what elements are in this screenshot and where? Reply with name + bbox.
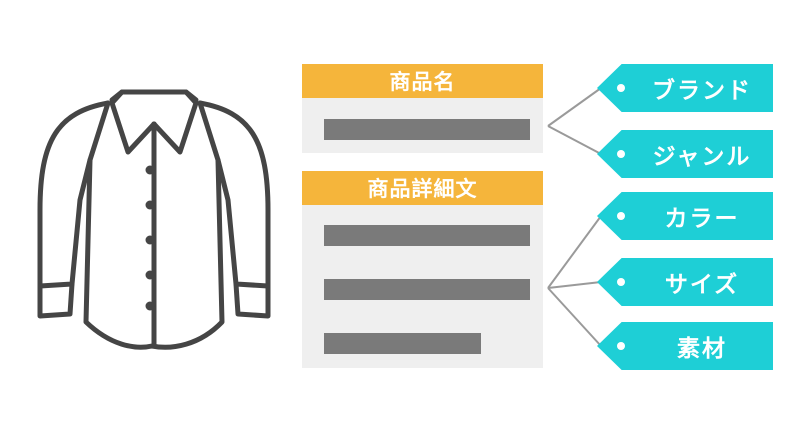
- connector-genre: [547, 125, 602, 155]
- tag-material-label: 素材: [677, 336, 727, 362]
- connector-material: [547, 287, 602, 347]
- tag-size: サイズ: [597, 258, 773, 306]
- product-name-header-text: 商品名: [389, 70, 456, 94]
- tag-hole: [617, 150, 625, 158]
- tag-color-label: カラー: [664, 206, 740, 232]
- tag-genre-label: ジャンル: [652, 144, 752, 170]
- detail-text-bar-2: [324, 279, 530, 300]
- tag-brand-label: ブランド: [652, 78, 752, 104]
- connector-color: [547, 215, 602, 289]
- shirt-icon: [37, 89, 271, 350]
- tag-hole: [617, 84, 625, 92]
- connector-brand: [547, 87, 602, 127]
- tag-size-label: サイズ: [664, 272, 740, 298]
- product-name-card: 商品名: [302, 64, 543, 153]
- product-detail-card: 商品詳細文: [302, 171, 543, 368]
- tag-brand: ブランド: [597, 64, 773, 112]
- connector-size: [547, 281, 602, 289]
- product-detail-header-text: 商品詳細文: [367, 177, 478, 201]
- product-name-text-bar: [324, 119, 530, 140]
- detail-text-bar-1: [324, 225, 530, 246]
- tag-genre: ジャンル: [597, 130, 773, 178]
- product-detail-header: 商品詳細文: [302, 171, 543, 205]
- tag-hole: [617, 342, 625, 350]
- tag-color: カラー: [597, 192, 773, 240]
- tag-hole: [617, 212, 625, 220]
- tag-hole: [617, 278, 625, 286]
- tag-material: 素材: [597, 322, 773, 370]
- product-name-header: 商品名: [302, 64, 543, 98]
- detail-text-bar-3: [324, 333, 481, 354]
